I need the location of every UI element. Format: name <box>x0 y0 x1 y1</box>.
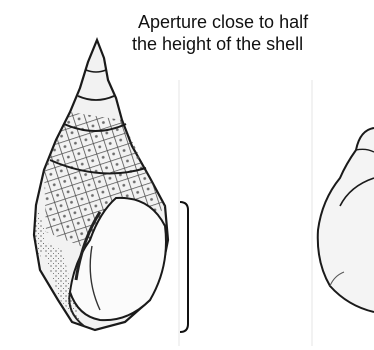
aperture-bracket <box>180 202 188 332</box>
shell-illustration <box>34 40 168 330</box>
shell-illustration-right <box>318 128 374 312</box>
